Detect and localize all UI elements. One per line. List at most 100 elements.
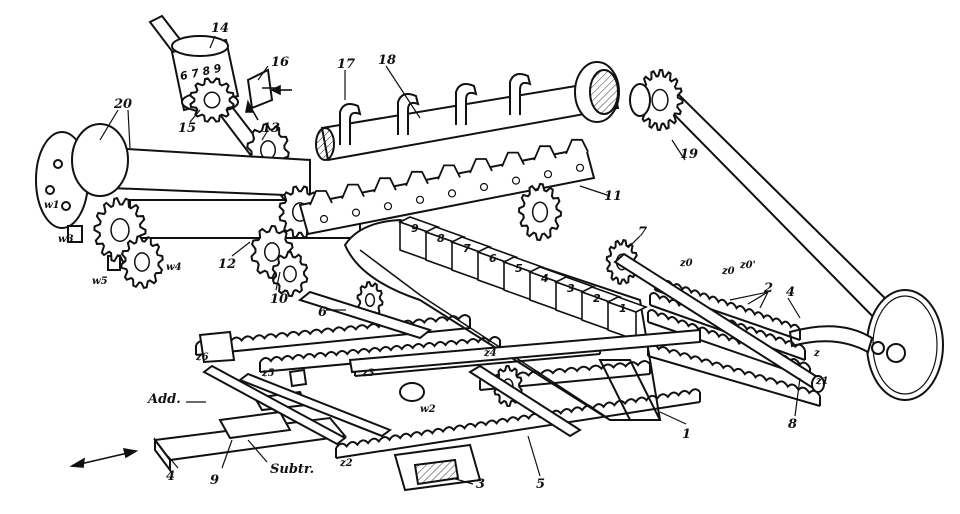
mark-z0-prime: z0' <box>739 260 756 271</box>
label-8: 8 <box>788 417 797 432</box>
mark-z2: z2 <box>339 458 353 469</box>
rack-base <box>335 401 701 459</box>
gears-20-hub <box>133 252 151 272</box>
mark-z0-b: z0 <box>721 266 735 277</box>
bar-tooth <box>469 158 493 174</box>
bar-hole <box>479 182 489 192</box>
label-14: 14 <box>211 21 229 36</box>
bar-tooth <box>405 170 429 187</box>
bar-tooth <box>309 190 333 206</box>
mark-w2: w2 <box>420 404 436 415</box>
label-16: 16 <box>271 55 289 70</box>
gear-15 <box>189 77 235 123</box>
key-row <box>397 216 649 342</box>
mark-w1: w1 <box>44 200 60 211</box>
shaft-19 <box>653 86 944 401</box>
gear-right-hub <box>531 201 549 223</box>
label-12: 12 <box>218 257 236 272</box>
gears-20-hub <box>110 218 130 242</box>
bar-hole <box>575 163 585 172</box>
key-digit-4: 5 <box>515 262 523 275</box>
label-subtr: Subtr. <box>270 462 314 477</box>
mark-z0: z0 <box>679 258 693 269</box>
hook-lever <box>509 73 532 115</box>
hook-lever <box>397 93 420 135</box>
key-digit-0: 9 <box>411 222 419 235</box>
bar-teeth-11 <box>309 138 589 224</box>
hook-lever <box>455 83 478 125</box>
shaft-18 <box>315 61 651 162</box>
key-digit-5: 4 <box>540 272 549 285</box>
key-top <box>605 296 649 313</box>
sprocket-19-hub <box>651 88 669 112</box>
hook-lever <box>339 103 362 145</box>
label-add: Add. <box>146 392 181 407</box>
label-18: 18 <box>378 53 396 68</box>
key-digit-1: 8 <box>437 232 445 245</box>
mark-z6: z6 <box>195 352 209 363</box>
label-19: 19 <box>680 147 698 162</box>
mark-w4: w4 <box>166 262 182 273</box>
carriage-1 <box>343 218 662 421</box>
label-3: 3 <box>476 477 485 492</box>
label-13: 13 <box>262 121 280 136</box>
label-2: 2 <box>763 281 773 296</box>
bar-hole <box>511 176 521 185</box>
bar-hole <box>383 202 393 211</box>
rack-teeth <box>335 388 701 449</box>
mark-z1: z1 <box>815 376 829 387</box>
label-11: 11 <box>604 189 622 204</box>
key-digit-2: 7 <box>463 242 471 255</box>
rack-teeth <box>647 342 821 397</box>
mark-zx: z <box>813 348 820 359</box>
bar-hole <box>351 208 361 217</box>
bar-hole <box>447 189 457 198</box>
label-1: 1 <box>682 427 691 442</box>
lower-shafts <box>202 290 582 446</box>
base-frame <box>153 328 701 492</box>
hook-levers-17 <box>339 73 532 145</box>
rack-base <box>354 353 601 377</box>
shaft-8 <box>613 252 825 393</box>
key-digit-8: 1 <box>619 302 627 315</box>
label-5: 5 <box>536 477 545 492</box>
label-20: 20 <box>113 97 132 112</box>
bar-hole <box>319 214 329 224</box>
key-digit-6: 3 <box>567 282 575 295</box>
bar-tooth <box>373 177 397 193</box>
label-6: 6 <box>318 305 327 320</box>
key-labels: 9 8 7 6 5 4 3 2 1 <box>411 222 627 315</box>
key-digit-3: 6 <box>489 252 497 265</box>
pinions-lower-hub <box>364 292 376 308</box>
bar-tooth <box>341 183 365 199</box>
bar-tooth <box>533 145 557 161</box>
direction-arrows <box>69 84 292 468</box>
label-7: 7 <box>638 225 647 240</box>
label-4-right: 4 <box>786 285 795 300</box>
label-10: 10 <box>270 292 288 307</box>
label-9: 9 <box>210 473 219 488</box>
mark-z3: z3 <box>361 368 375 379</box>
mark-w3: w3 <box>58 234 74 245</box>
leader-lines <box>99 35 801 485</box>
bar-tooth <box>565 138 589 155</box>
gear-12-hub <box>263 242 281 262</box>
bar-hole <box>415 195 425 204</box>
key-digit-7: 2 <box>593 292 601 305</box>
rack-teeth <box>259 336 501 363</box>
mark-z4: z4 <box>483 348 497 359</box>
label-17: 17 <box>337 57 355 72</box>
label-15: 15 <box>178 121 196 136</box>
rack-teeth <box>195 314 471 346</box>
rack-base <box>647 355 821 407</box>
mark-z5: z5 <box>261 368 275 379</box>
gear-15-hub <box>203 91 221 109</box>
bar-tooth <box>437 164 461 180</box>
bar-hole <box>543 170 553 179</box>
rack-teeth <box>654 276 801 331</box>
gear-right-upper <box>517 182 563 242</box>
bar-tooth <box>501 151 525 167</box>
label-4-left: 4 <box>166 469 175 484</box>
